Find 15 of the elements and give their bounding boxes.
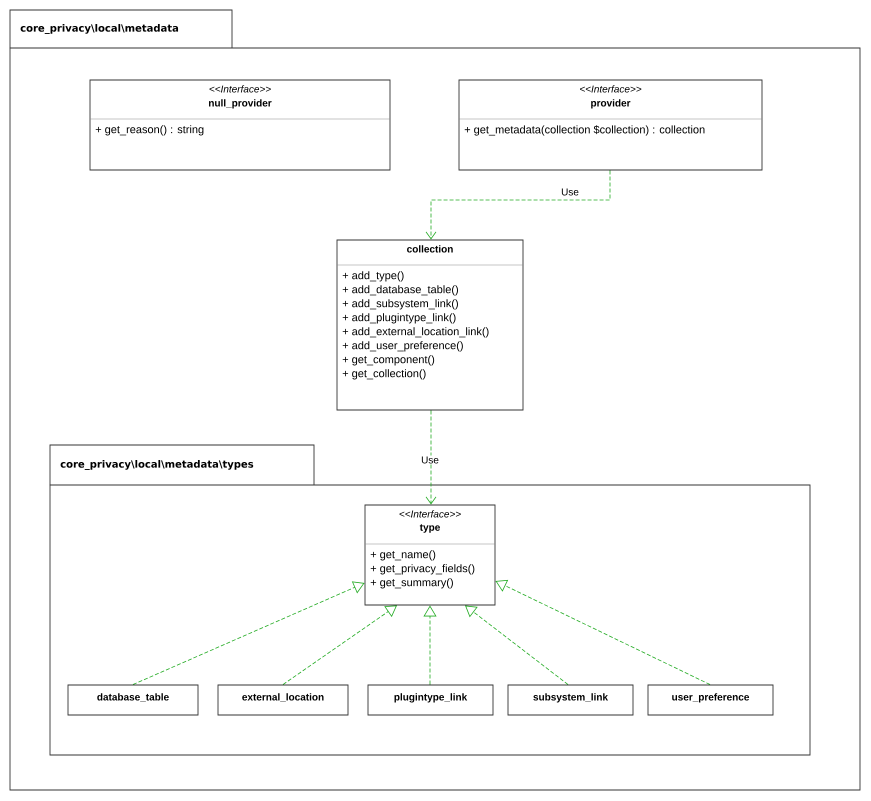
edge-label: Use (560, 188, 580, 196)
arrow (426, 410, 436, 505)
class-box: database_table (68, 684, 198, 716)
class-box: user_preference (648, 684, 774, 716)
node-label: core_privacy\local\metadata (20, 24, 178, 34)
interface-box: <<Interface>> null_provider + get_reason() : string (90, 80, 390, 170)
class-box: subsystem_link (508, 684, 634, 716)
edge-label: Use (420, 456, 440, 464)
interface-box: <<Interface>> type + get_name() + get_privacy_fields() + get_summary() (364, 504, 496, 606)
class-box: collection + add_type() + add_database_table() + add_subsystem_link() + add_plugintype_link() + add_external_location_link() + add_user_preference() + get_component() + get_collection() (336, 240, 524, 410)
class-box: external_location (218, 684, 348, 716)
node-label: core_privacy\local\metadata\types (60, 460, 254, 470)
class-box: plugintype_link (368, 684, 494, 716)
arrow (426, 170, 610, 240)
interface-box: <<Interface>> provider + get_metadata(collection $collection) : collection (458, 80, 762, 170)
